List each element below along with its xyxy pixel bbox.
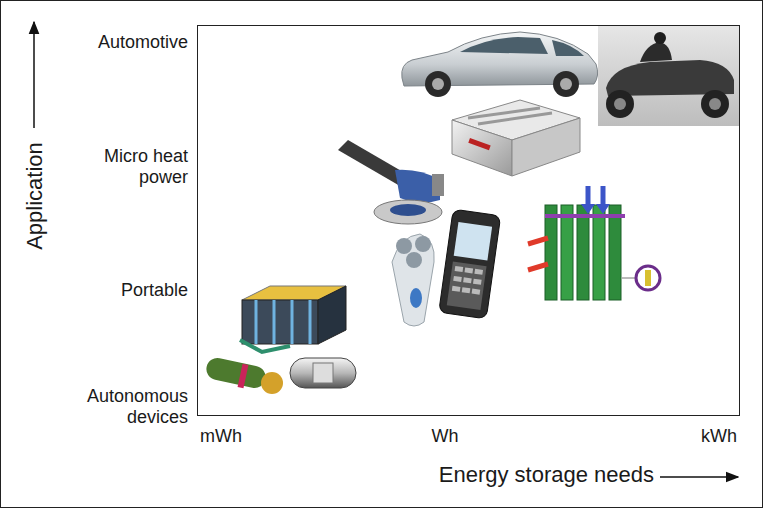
tick-label: Wh	[400, 426, 490, 447]
tick-label: Automotive	[40, 32, 188, 53]
x-axis-arrow	[660, 476, 738, 478]
mobile-phone	[439, 209, 501, 319]
tick-label: mWh	[200, 426, 280, 447]
fuel-cell-stack	[528, 186, 660, 300]
tick-label: kWh	[640, 426, 737, 447]
tick-label: Micro heat power	[88, 146, 188, 187]
axis-title: Application	[22, 142, 47, 250]
electric-shaver	[392, 234, 434, 326]
axis-title: Energy storage needs	[380, 462, 654, 487]
y-axis-arrow	[33, 22, 35, 128]
old-car-photo	[598, 26, 739, 126]
tick-label: Portable	[40, 280, 188, 301]
hybrid-car	[402, 32, 598, 97]
tick-label: Autonomous devices	[78, 386, 188, 427]
heat-power-unit	[452, 100, 580, 176]
clear-capsule	[290, 358, 356, 388]
plot-frame	[198, 26, 740, 416]
power-tool	[338, 140, 444, 224]
battery-stack	[240, 286, 346, 352]
medical-capsule	[204, 356, 283, 394]
